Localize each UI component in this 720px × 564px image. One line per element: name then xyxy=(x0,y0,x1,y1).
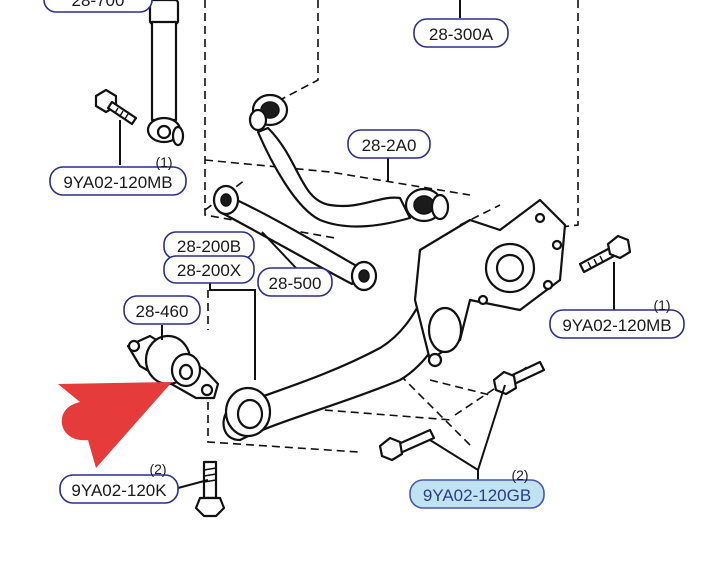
label-9ya02-120mb-right-text: 9YA02-120MB xyxy=(562,316,671,335)
lateral-link xyxy=(212,184,378,292)
label-28-2a0[interactable]: 28-2A0 xyxy=(347,129,431,159)
label-9ya02-120mb-right[interactable]: 9YA02-120MB (1) xyxy=(549,297,685,339)
label-28-460[interactable]: 28-460 xyxy=(123,295,201,325)
lower-bolt-k xyxy=(194,460,226,518)
bolts-gb xyxy=(378,360,546,462)
label-9ya02-120gb[interactable]: 9YA02-120GB (2) xyxy=(409,467,545,509)
knuckle-trailing-arm xyxy=(222,198,567,442)
qty-mb-right: (1) xyxy=(653,297,670,313)
label-28-300a[interactable]: 28-300A xyxy=(413,18,509,48)
label-28-500-text: 28-500 xyxy=(269,274,322,293)
label-9ya02-120mb-left-text: 9YA02-120MB xyxy=(63,173,172,192)
upper-control-arm xyxy=(248,93,450,228)
label-28-200x-text: 28-200X xyxy=(177,261,241,280)
label-28-700[interactable]: 28-700 xyxy=(43,0,153,13)
label-9ya02-120k-text: 9YA02-120K xyxy=(71,481,167,500)
label-28-200x[interactable]: 28-200X xyxy=(163,255,255,284)
label-9ya02-120mb-left[interactable]: 9YA02-120MB (1) xyxy=(49,154,187,196)
label-28-200b[interactable]: 28-200B xyxy=(163,231,255,260)
label-28-700-text: 28-700 xyxy=(72,0,125,10)
upper-bolt-left xyxy=(94,88,138,126)
label-28-500[interactable]: 28-500 xyxy=(257,267,333,297)
qty-mb-left: (1) xyxy=(155,154,172,170)
label-9ya02-120gb-text: 9YA02-120GB xyxy=(423,486,531,505)
pointer-arrow-icon xyxy=(58,382,172,468)
label-28-2a0-text: 28-2A0 xyxy=(362,136,417,155)
label-28-200b-text: 28-200B xyxy=(177,237,241,256)
label-28-460-text: 28-460 xyxy=(136,302,189,321)
qty-k: (2) xyxy=(149,461,166,477)
label-28-300a-text: 28-300A xyxy=(429,25,494,44)
qty-gb: (2) xyxy=(511,467,528,483)
label-9ya02-120k[interactable]: 9YA02-120K (2) xyxy=(59,461,179,504)
shock-absorber xyxy=(146,0,185,147)
bolt-mb-right xyxy=(578,234,632,274)
